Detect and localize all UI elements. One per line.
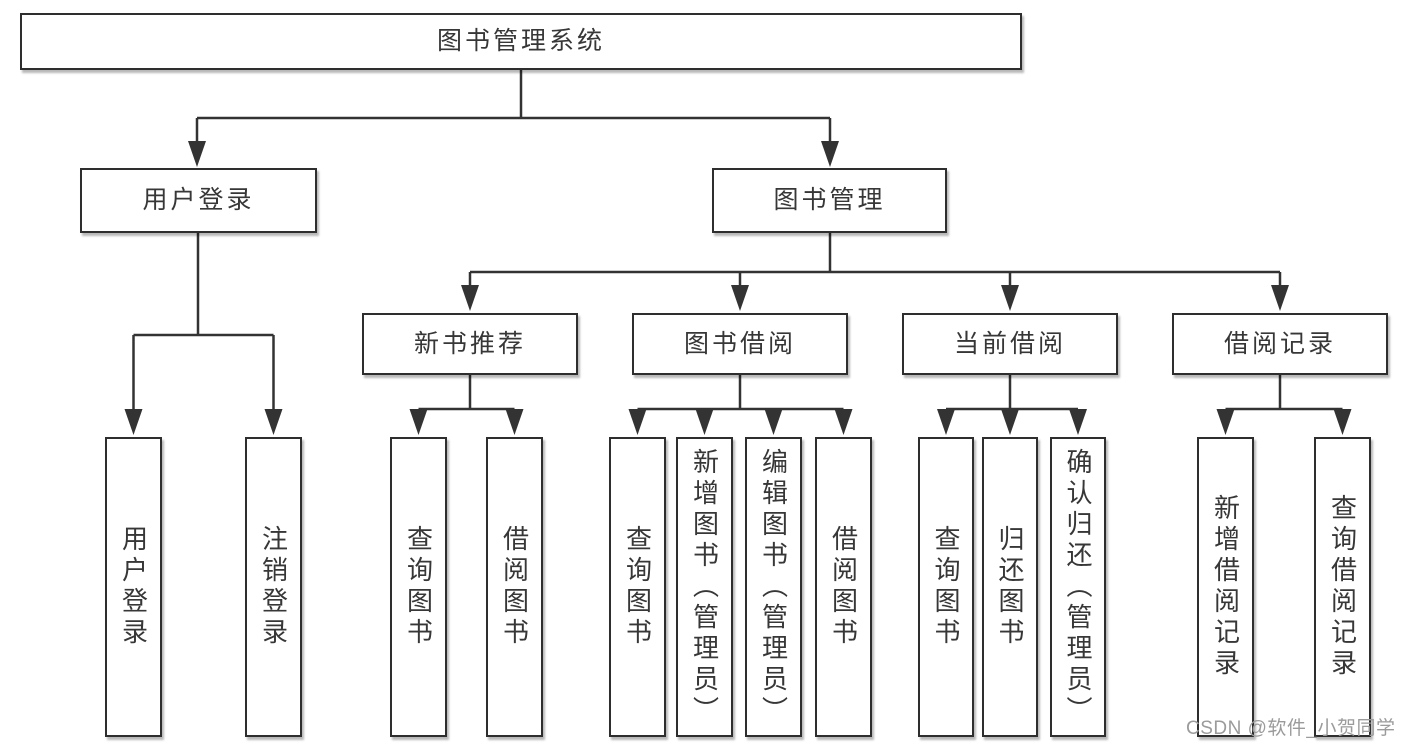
csdn-watermark: CSDN @软件_小贺同学 — [1186, 718, 1396, 739]
leaf-borrow-books-recommend: 借阅图书 — [486, 437, 543, 737]
node-label: 注销登录 — [258, 525, 289, 649]
node-label: 借阅图书 — [828, 525, 859, 649]
node-label: 归还图书 — [995, 525, 1025, 649]
node-label: 新增图书（管理员） — [689, 447, 720, 727]
node-label: 编辑图书（管理员） — [758, 447, 789, 727]
node-label: 借阅图书 — [499, 525, 530, 649]
node-label: 新增借阅记录 — [1210, 494, 1241, 680]
node-label: 新书推荐 — [413, 329, 526, 358]
leaf-query-books: 查询图书 — [609, 437, 666, 737]
node-user-login-module: 用户登录 — [80, 168, 317, 233]
node-label: 用户登录 — [142, 186, 255, 214]
leaf-edit-books-admin: 编辑图书（管理员） — [745, 437, 802, 737]
leaf-query-books-current: 查询图书 — [918, 437, 974, 737]
node-label: 查询图书 — [931, 525, 961, 649]
node-root: 图书管理系统 — [20, 13, 1022, 70]
leaf-logout: 注销登录 — [245, 437, 302, 737]
node-label: 查询图书 — [622, 525, 653, 649]
leaf-borrow-books: 借阅图书 — [815, 437, 872, 737]
leaf-query-borrow-record: 查询借阅记录 — [1314, 437, 1371, 737]
node-label: 查询图书 — [403, 525, 434, 649]
connector-lines — [132, 70, 1343, 414]
leaf-add-borrow-record: 新增借阅记录 — [1197, 437, 1254, 737]
node-label: 当前借阅 — [953, 329, 1066, 358]
node-label: 图书借阅 — [683, 329, 796, 358]
node-book-management-module: 图书管理 — [712, 168, 947, 233]
node-label: 借阅记录 — [1223, 329, 1336, 358]
node-current-borrowing: 当前借阅 — [902, 313, 1118, 375]
leaf-confirm-return-admin: 确认归还（管理员） — [1050, 437, 1106, 737]
leaf-query-books-recommend: 查询图书 — [390, 437, 447, 737]
leaf-add-books-admin: 新增图书（管理员） — [676, 437, 733, 737]
connector-arrowheads — [124, 141, 1352, 435]
node-borrowing-records: 借阅记录 — [1172, 313, 1388, 375]
node-label: 图书管理系统 — [436, 27, 605, 55]
node-label: 用户登录 — [118, 525, 149, 649]
node-new-book-recommendation: 新书推荐 — [362, 313, 578, 375]
leaf-user-login: 用户登录 — [105, 437, 162, 737]
node-label: 确认归还（管理员） — [1063, 447, 1093, 727]
node-label: 图书管理 — [773, 186, 886, 214]
node-book-borrowing: 图书借阅 — [632, 313, 848, 375]
node-label: 查询借阅记录 — [1327, 494, 1358, 680]
leaf-return-books: 归还图书 — [982, 437, 1038, 737]
